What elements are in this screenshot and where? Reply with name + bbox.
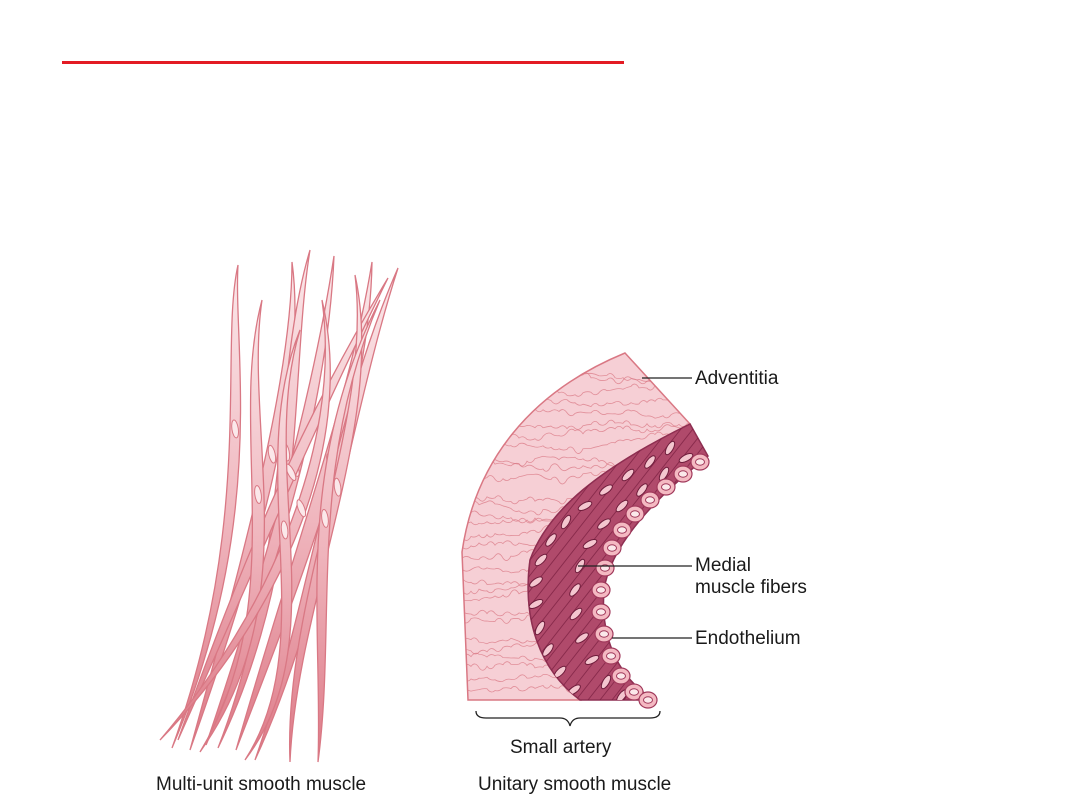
medial-label-line-1: Medial	[695, 555, 807, 577]
endothelial-nucleus	[608, 545, 617, 551]
endothelial-nucleus	[618, 527, 627, 533]
muscle-cell-border	[816, 420, 1036, 700]
endothelial-nucleus	[600, 631, 609, 637]
endothelial-nucleus	[607, 653, 616, 659]
endothelial-nucleus	[630, 689, 639, 695]
endothelial-nucleus	[644, 697, 653, 703]
connective-tissue-fiber	[455, 351, 703, 363]
endothelial-nucleus	[662, 484, 671, 490]
muscle-cell-border	[828, 420, 1048, 700]
endothelial-nucleus	[696, 459, 705, 465]
unitary-caption: Unitary smooth muscle	[478, 774, 671, 796]
multi-unit-muscle-fibers	[160, 250, 398, 762]
adventitia-label: Adventitia	[695, 368, 778, 390]
small-artery-label: Small artery	[510, 737, 611, 759]
endothelial-nucleus	[646, 497, 655, 503]
endothelial-nucleus	[617, 673, 626, 679]
medial-label-line-2: muscle fibers	[695, 577, 807, 599]
endothelium-label: Endothelium	[695, 628, 801, 650]
muscle-cell-border	[804, 420, 1024, 700]
endothelial-nucleus	[597, 587, 606, 593]
medial-muscle-fibers-label: Medial muscle fibers	[695, 555, 807, 599]
endothelial-nucleus	[597, 609, 606, 615]
muscle-cell-border	[792, 420, 1012, 700]
muscle-cell-border	[780, 420, 1000, 700]
small-artery-bracket	[476, 711, 660, 726]
endothelial-nucleus	[679, 471, 688, 477]
multi-unit-caption: Multi-unit smooth muscle	[156, 774, 366, 796]
endothelial-nucleus	[631, 511, 640, 517]
